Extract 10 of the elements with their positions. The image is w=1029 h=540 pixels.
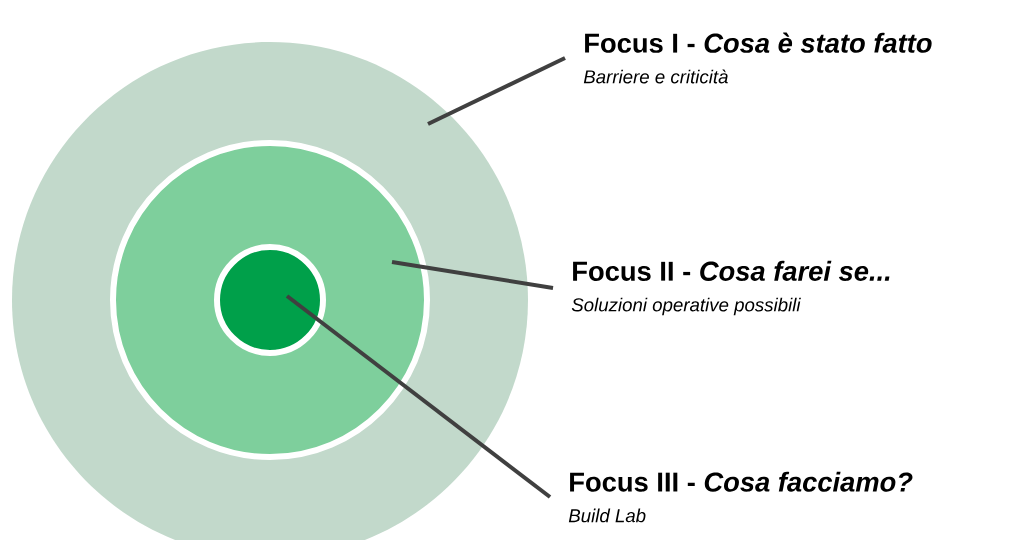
focus-heading: Focus I - Cosa è stato fatto [585, 32, 932, 53]
focus-heading: Focus III - Cosa facciamo? [570, 471, 913, 492]
focus-subtitle: Barriere e criticità [583, 69, 728, 84]
leader-line [427, 56, 566, 126]
ring-circle [214, 244, 326, 356]
leader-line [285, 294, 552, 499]
leader-line [391, 260, 554, 290]
focus-subtitle: Build Lab [568, 508, 646, 523]
focus-heading: Focus II - Cosa farei se... [573, 260, 890, 281]
focus-subtitle: Soluzioni operative possibili [571, 297, 801, 316]
